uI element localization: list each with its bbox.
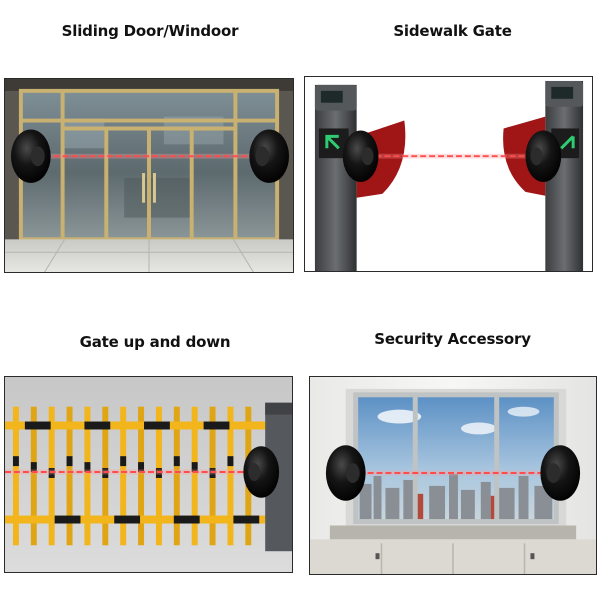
gate-up-down-image: [4, 376, 293, 573]
sensor-right-icon: [249, 129, 290, 183]
caption-gate-up-down: Gate up and down: [79, 333, 231, 351]
caption-sliding-door: Sliding Door/Windoor: [61, 22, 239, 40]
caption-sidewalk-gate: Sidewalk Gate: [393, 22, 512, 40]
sliding-door-image: [4, 78, 294, 273]
sensor-left-icon: [10, 129, 51, 183]
security-accessory-image: [309, 376, 597, 575]
sidewalk-gate-image: [304, 76, 593, 272]
caption-security-accessory: Security Accessory: [374, 330, 531, 348]
arrow-icon: [325, 134, 340, 150]
